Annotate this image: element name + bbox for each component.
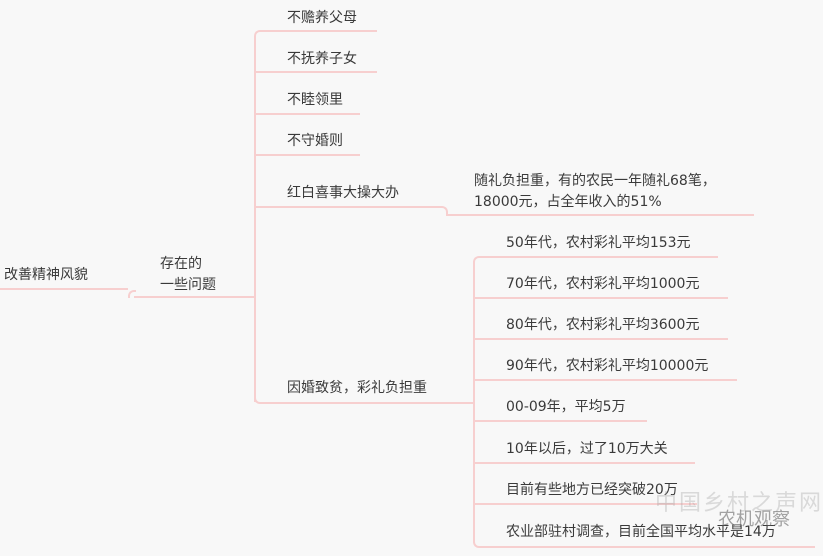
bride-price-underline bbox=[475, 379, 737, 381]
connector bbox=[473, 256, 481, 264]
watermark-site: 中国乡村之声网 bbox=[655, 491, 823, 516]
watermark-brand: 农机观察 bbox=[718, 509, 790, 530]
problem-underline bbox=[260, 30, 377, 32]
detail-underline bbox=[446, 214, 754, 216]
bride-price-node[interactable]: 90年代，农村彩礼平均10000元 bbox=[506, 358, 709, 374]
weddings-detail-line2: 18000元，占全年收入的51% bbox=[474, 194, 662, 210]
level1-label-line2: 一些问题 bbox=[160, 277, 216, 293]
bride-price-underline bbox=[475, 338, 728, 340]
weddings-detail-line1: 随礼负担重，有的农民一年随礼68笔， bbox=[474, 173, 716, 189]
problem-node[interactable]: 不睦领里 bbox=[287, 92, 343, 108]
connector bbox=[254, 30, 262, 38]
problem-node[interactable]: 因婚致贫，彩礼负担重 bbox=[287, 380, 427, 396]
weddings-detail-node[interactable]: 随礼负担重，有的农民一年随礼68笔， 18000元，占全年收入的51% bbox=[474, 171, 716, 213]
problem-underline bbox=[260, 402, 474, 404]
connector bbox=[473, 540, 481, 548]
bride-price-node[interactable]: 目前有些地方已经突破20万 bbox=[506, 482, 678, 498]
problems-trunk bbox=[254, 36, 256, 402]
bride-price-node[interactable]: 70年代，农村彩礼平均1000元 bbox=[506, 276, 700, 292]
bride-price-underline bbox=[475, 503, 697, 505]
connector bbox=[440, 206, 448, 214]
bride-price-underline bbox=[479, 546, 815, 548]
level1-label-line1: 存在的 bbox=[160, 256, 202, 272]
problem-underline bbox=[256, 71, 377, 73]
problem-underline bbox=[256, 154, 360, 156]
connector bbox=[254, 396, 262, 404]
problem-node[interactable]: 不守婚则 bbox=[287, 133, 343, 149]
bride-price-trunk bbox=[473, 262, 475, 542]
root-underline bbox=[0, 288, 128, 290]
bride-price-underline bbox=[475, 297, 728, 299]
problem-node[interactable]: 不抚养子女 bbox=[287, 51, 357, 67]
bride-price-underline bbox=[479, 256, 718, 258]
level1-underline bbox=[134, 296, 254, 298]
bride-price-node[interactable]: 农业部驻村调查，目前全国平均水平是14万 bbox=[506, 524, 776, 540]
root-node[interactable]: 改善精神风貌 bbox=[4, 267, 88, 283]
problem-node[interactable]: 红白喜事大操大办 bbox=[287, 185, 399, 201]
bride-price-underline bbox=[475, 420, 647, 422]
problem-underline bbox=[256, 206, 440, 208]
level1-node[interactable]: 存在的 一些问题 bbox=[160, 254, 216, 296]
bride-price-node[interactable]: 50年代，农村彩礼平均153元 bbox=[506, 235, 691, 251]
problem-underline bbox=[256, 113, 360, 115]
bride-price-node[interactable]: 10年以后，过了10万大关 bbox=[506, 441, 668, 457]
bride-price-node[interactable]: 80年代，农村彩礼平均3600元 bbox=[506, 317, 700, 333]
problem-node[interactable]: 不赡养父母 bbox=[287, 10, 357, 26]
bride-price-node[interactable]: 00-09年，平均5万 bbox=[506, 399, 626, 415]
bride-price-underline bbox=[475, 462, 695, 464]
